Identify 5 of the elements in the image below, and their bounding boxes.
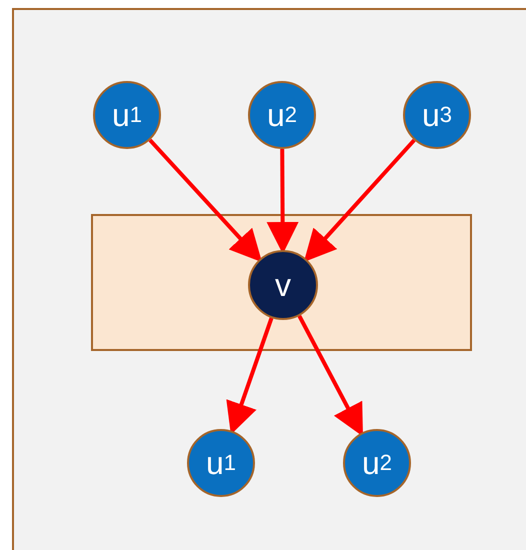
arrow <box>148 138 262 262</box>
arrow <box>298 315 363 436</box>
arrow <box>304 138 416 262</box>
highlight-band <box>91 214 472 351</box>
node-circle: v <box>248 250 318 320</box>
